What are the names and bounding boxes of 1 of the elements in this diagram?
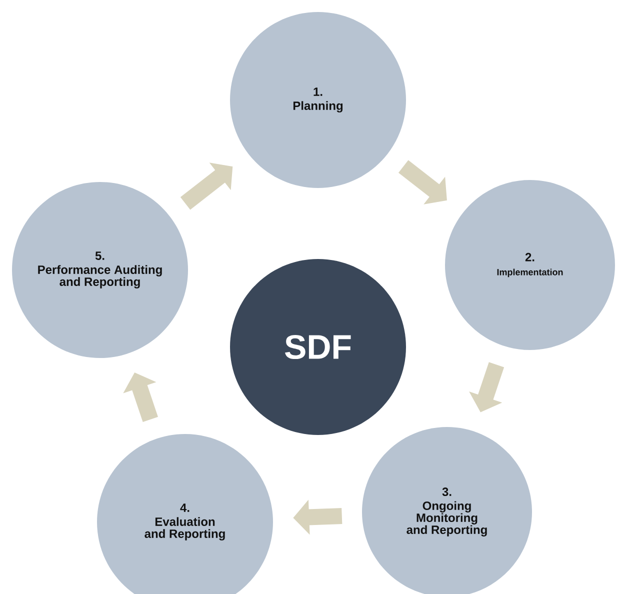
- block-arrow: [180, 162, 233, 210]
